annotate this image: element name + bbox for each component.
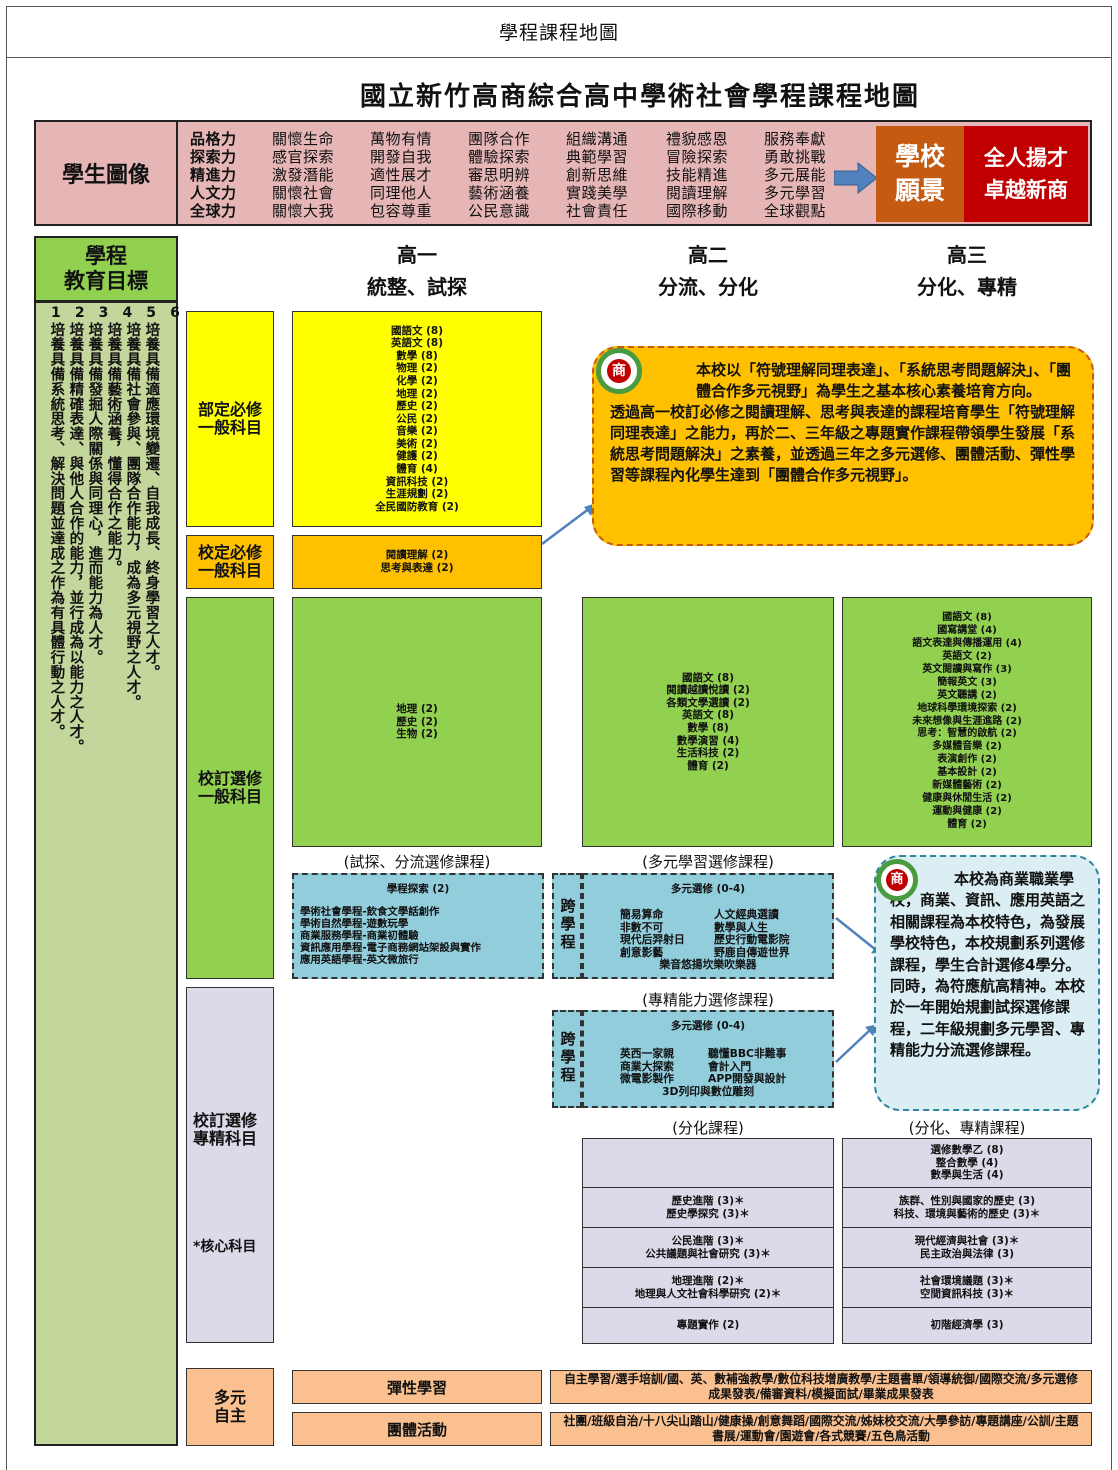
student-image-col-3: 團隊合作 體驗探索 審思明辨 藝術涵養 公民意識 [468,130,531,220]
g1-elective-box: 地理 (2) 歷史 (2) 生物 (2) [292,597,542,847]
g2-special-title: 多元選修 (0-4) [670,1020,746,1032]
caption-g2-special: (專精能力選修課程) [642,990,774,1009]
grade-2-name: 高二 [688,242,728,267]
row-school-elective-special: 校訂選修 專精科目 *核心科目 [186,987,274,1343]
g1-school-required-list: 閱讀理解 (2) 思考與表達 (2) [380,549,454,574]
caption-g3-diff: (分化、專精課程) [908,1118,1026,1137]
student-image-col-2: 萬物有情 開發自我 適性展才 同理他人 包容尊重 [370,130,433,220]
g2-elective-box: 國語文 (8) 閱讀越讀悅讀 (2) 各類文學選讀 (2) 英語文 (8) 數學… [582,597,834,847]
flexible-label: 彈性學習 [292,1370,542,1404]
goal-5: 培養具備社會參與、團隊合作能力，成為多元視野之人才。 [124,322,141,710]
cross-label-2-box: 跨 學 程 [552,1010,582,1108]
page-frame [6,58,1112,1470]
header-bar: 學程課程地圖 [6,6,1112,58]
g1-explore-items: 學術社會學程-飲食文學話創作 學術自然學程-遊數玩學 商業服務學程-商業初體驗 … [300,905,481,966]
cross-label-1-box: 跨 學 程 [552,873,582,979]
vision-text: 全人揚才 卓越新商 [964,126,1088,222]
g3-diff-table: 選修數學乙 (8) 整合數學 (4) 數學與生活 (4) 族群、性別與國家的歷史… [842,1138,1092,1344]
g2-special-left: 英西一家親 商業大探索 微電影製作 [620,1047,674,1085]
g2-multi-bottom: 樂音悠揚坎樂吹樂器 [659,958,757,971]
g3-diff-row-5: 初階經濟學 (3) [843,1307,1091,1343]
page-title: 國立新竹高商綜合高中學術社會學程課程地圖 [359,81,920,112]
flexible-text-value: 自主學習/選手培訓/國、英、數補強教學/數位科技增廣教學/主題書單/領導統御/國… [564,1372,1078,1401]
g2-special-right: 聽懂BBC非難事 會計入門 APP開發與設計 [708,1047,787,1085]
row-school-required: 校定必修 一般科目 [186,535,274,589]
vision-label: 學校 願景 [876,126,964,222]
row-school-elective-general: 校訂選修 一般科目 [186,597,274,979]
callout-1: 商 本校以「符號理解同理表達」、「系統思考問題解決」、「團體合作多元視野」為學生… [592,346,1094,546]
g2-special-bottom: 3D列印與數位雕刻 [661,1085,755,1098]
g2-diff-row-4: 地理進階 (2)＊ 地理與人文社會科學研究 (2)＊ [583,1267,833,1307]
goals-columns: 培養具備系統思考、解決問題並達成之作為有具體行動之人才。 培養具備精確表達、與他… [47,322,171,1142]
student-image-col-5: 禮貌感恩 冒險探索 技能精進 閱讀理解 國際移動 [666,130,729,220]
goal-2: 培養具備精確表達、與他人合作的能力，並行成為以能力之人才。 [67,322,84,755]
group-label: 團體活動 [292,1412,542,1446]
g2-multi-right: 人文經典選讀 數學與人生 歷史行動電影院 野鹿自傳遊世界 [714,908,790,959]
g3-elective-list: 國語文 (8) 國寫講堂 (4) 語文表達與傳播運用 (4) 英語文 (2) 英… [912,612,1022,830]
grade-2-theme: 分流、分化 [658,274,758,299]
g3-elective-box: 國語文 (8) 國寫講堂 (4) 語文表達與傳播運用 (4) 英語文 (2) 英… [842,597,1092,847]
row-diverse: 多元 自主 [186,1368,274,1446]
g1-explore-title: 學程探索 (2) [386,883,450,895]
caption-g2-multi: (多元學習選修課程) [642,852,774,871]
goal-4: 培養具備藝術涵養，懂得合作之能力。 [105,322,122,576]
g2-special-box: 多元選修 (0-4) 英西一家親 商業大探索 微電影製作 聽懂BBC非難事 會計… [582,1010,834,1108]
g1-school-required-box: 閱讀理解 (2) 思考與表達 (2) [292,535,542,589]
g2-diff-row-2: 歷史進階 (3)＊ 歷史學探究 (3)＊ [583,1187,833,1227]
g3-diff-row-4: 社會環境議題 (3)＊ 空間資訊科技 (3)＊ [843,1267,1091,1307]
goal-1: 培養具備系統思考、解決問題並達成之作為有具體行動之人才。 [48,322,65,740]
student-image-label: 學生圖像 [36,122,178,224]
g1-elective-list: 地理 (2) 歷史 (2) 生物 (2) [396,703,438,741]
core-note: *核心科目 [193,1239,257,1255]
header-title: 學程課程地圖 [498,21,619,44]
student-image-col-1: 關懷生命 感官探索 激發潛能 關懷社會 關懷大我 [272,130,335,220]
g1-explore-box: 學程探索 (2) 學術社會學程-飲食文學話創作 學術自然學程-遊數玩學 商業服務… [292,873,544,979]
school-logo-icon-2: 商 [876,859,918,901]
row-required-general: 部定必修 一般科目 [186,311,274,527]
g2-elective-list: 國語文 (8) 閱讀越讀悅讀 (2) 各類文學選讀 (2) 英語文 (8) 數學… [666,671,750,772]
callout-2-text: 本校為商業職業學校，商業、資訊、應用英語之相關課程為本校特色，為發展學校特色，本… [890,870,1086,1060]
school-logo-icon: 商 [596,348,642,394]
goals-title: 學程 教育目標 [64,244,148,293]
goal-6: 培養具備適應環境變遷、自我成長、終身學習之人才。 [143,322,160,680]
arrow-right-icon [834,162,878,194]
g2-multi-left: 簡易算命 非數不可 現代后羿射日 創意影藝 [620,908,685,959]
goals-body [34,302,178,1446]
g1-required-list: 國語文 (8) 英語文 (8) 數學 (8) 物理 (2) 化學 (2) 地理 … [375,324,459,513]
callout-1-line2: 透過高一校訂必修之閱讀理解、思考與表達的課程培育學生「符號理解同理表達」之能力，… [610,403,1076,484]
goal-3: 培養具備發掘人際關係與同理心，進而能力為人才。 [86,322,103,665]
caption-g2-diff: (分化課程) [672,1118,744,1137]
callout-arrow-1 [541,503,596,545]
cross-label-1: 跨 學 程 [560,897,576,951]
goals-numbers: 1 2 3 4 5 6 [51,305,185,321]
flexible-text: 自主學習/選手培訓/國、英、數補強教學/數位科技增廣教學/主題書單/領導統御/國… [550,1370,1092,1404]
g3-diff-row-3: 現代經濟與社會 (3)＊ 民主政治與法律 (3) [843,1227,1091,1267]
g2-diff-table: 歷史進階 (3)＊ 歷史學探究 (3)＊ 公民進階 (3)＊ 公共議題與社會研究… [582,1138,834,1344]
g3-diff-row-2: 族群、性別與國家的歷史 (3) 科技、環境與藝術的歷史 (3)＊ [843,1187,1091,1227]
group-text: 社團/班級自治/十八尖山踏山/健康操/創意舞蹈/國際交流/姊妹校交流/大學參訪/… [550,1412,1092,1446]
goals-title-box: 學程 教育目標 [34,236,178,302]
grade-1-theme: 統整、試探 [367,274,467,299]
cross-label-2: 跨 學 程 [560,1030,576,1084]
grade-3-theme: 分化、專精 [917,274,1017,299]
row-special-label: 校訂選修 專精科目 [193,1111,258,1148]
g1-required-box: 國語文 (8) 英語文 (8) 數學 (8) 物理 (2) 化學 (2) 地理 … [292,311,542,527]
student-image-col-6: 服務奉獻 勇敢挑戰 多元展能 多元學習 全球觀點 [764,130,827,220]
g3-diff-row-1: 選修數學乙 (8) 整合數學 (4) 數學與生活 (4) [930,1144,1004,1182]
g2-multi-box: 多元選修 (0-4) 簡易算命 非數不可 現代后羿射日 創意影藝 人文經典選讀 … [582,873,834,979]
student-image-col-4: 組織溝通 典範學習 創新思維 實踐美學 社會責任 [566,130,629,220]
grade-1-name: 高一 [397,242,437,267]
g2-diff-row-5: 專題實作 (2) [583,1307,833,1343]
g2-diff-row-3: 公民進階 (3)＊ 公共議題與社會研究 (3)＊ [583,1227,833,1267]
group-text-value: 社團/班級自治/十八尖山踏山/健康操/創意舞蹈/國際交流/姊妹校交流/大學參訪/… [563,1414,1079,1443]
student-image-categories: 品格力 探索力 精進力 人文力 全球力 [190,130,237,220]
g2-multi-title: 多元選修 (0-4) [670,883,746,895]
callout-1-line1: 本校以「符號理解同理表達」、「系統思考問題解決」、「團體合作多元視野」為學生之基… [696,361,1072,400]
g2-diff-row-1 [583,1139,833,1187]
callout-2: 商 本校為商業職業學校，商業、資訊、應用英語之相關課程為本校特色，為發展學校特色… [874,855,1100,1111]
grade-3-name: 高三 [947,242,987,267]
caption-g1-explore: (試探、分流選修課程) [343,852,491,871]
